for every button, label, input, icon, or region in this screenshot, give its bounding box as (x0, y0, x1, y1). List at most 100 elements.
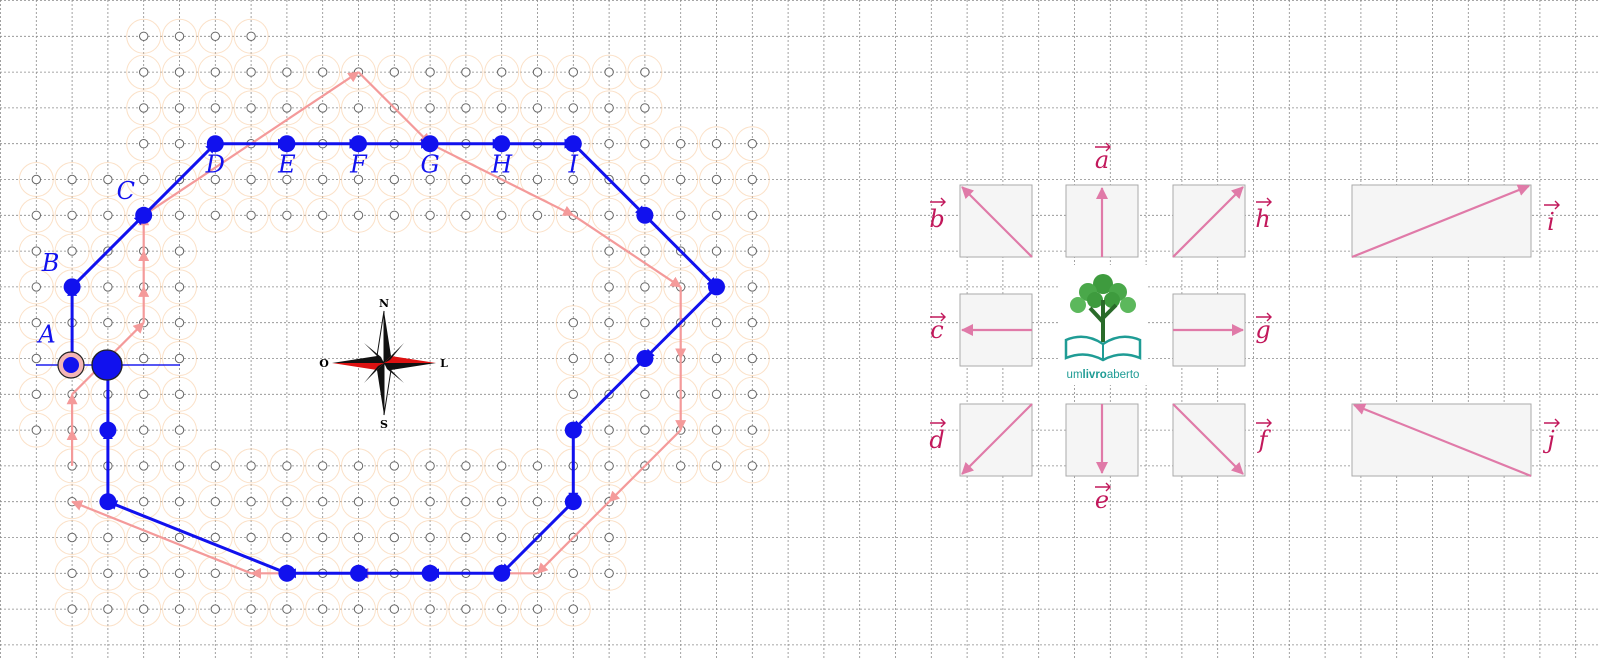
path-segment (643, 214, 718, 288)
grid-dot (174, 31, 185, 41)
dot-halo (233, 90, 269, 126)
path-point (99, 421, 117, 439)
dot-halo (197, 591, 233, 627)
grid-dot (103, 282, 113, 292)
grid-dot (461, 210, 471, 221)
grid-dot (568, 67, 578, 77)
dot-halo (233, 448, 269, 484)
ghost-path-segment (572, 214, 682, 288)
grid-dot (103, 604, 113, 614)
grid-dot (461, 604, 471, 614)
dot-halo (162, 341, 197, 376)
grid-dot (246, 31, 256, 41)
dot-halo (376, 591, 412, 627)
dot-halo (126, 555, 162, 591)
dot-halo (376, 484, 412, 520)
svg-text:e: e (1095, 486, 1109, 514)
dot-halo (591, 520, 627, 555)
grid-dot (353, 103, 364, 113)
grid-dot (640, 174, 650, 185)
grid-dot (139, 497, 149, 507)
dot-halo (341, 162, 376, 197)
point-label-e: E (277, 150, 296, 178)
grid-dot (604, 532, 614, 543)
vector-b-label: b (929, 197, 946, 233)
dot-halo (126, 90, 162, 126)
dot-halo (734, 412, 770, 448)
ghost-path-segment (357, 71, 431, 145)
dot-halo (627, 376, 663, 412)
dot-halo (233, 197, 269, 233)
dot-halo (734, 376, 770, 412)
grid-dot (532, 497, 543, 507)
grid-dot (747, 425, 757, 435)
grid-dot (174, 425, 185, 435)
grid-dot (389, 604, 399, 614)
path-segment (71, 214, 145, 288)
grid-dot (103, 174, 113, 185)
path-point (278, 564, 296, 582)
vector-b-arrow (961, 186, 1033, 258)
tree-book-icon (1064, 274, 1142, 362)
dot-halo (269, 54, 305, 90)
grid-dot (31, 246, 41, 256)
grid-dot (139, 568, 149, 578)
grid-dot (353, 604, 364, 614)
grid-dot (389, 210, 399, 221)
grid-dots (31, 31, 757, 614)
grid-dot (389, 461, 399, 471)
dot-halo (54, 520, 90, 555)
dot-halo (412, 197, 448, 233)
grid-dot (711, 174, 722, 185)
dot-halo (90, 197, 126, 233)
dot-halo (341, 90, 376, 126)
dot-halo (197, 197, 233, 233)
grid-dot (139, 139, 149, 149)
grid-dot (389, 532, 399, 543)
dot-halo (627, 126, 663, 162)
dot-halo (126, 376, 162, 412)
grid-dot (139, 425, 149, 435)
grid-dot (174, 139, 185, 149)
dot-halo (197, 54, 233, 90)
dot-halo (162, 484, 197, 520)
grid-dot (604, 568, 614, 578)
dot-halo (341, 54, 376, 90)
dot-halo (555, 54, 591, 90)
vector-i-arrow (1351, 184, 1530, 259)
grid-dot (353, 497, 364, 507)
dot-halo (734, 197, 770, 233)
dot-halo (484, 54, 520, 90)
grid-dot (67, 174, 77, 185)
grid-dot (389, 174, 399, 185)
point-label-i: I (568, 150, 579, 178)
dot-halo (627, 197, 663, 233)
grid-dot (568, 568, 578, 578)
drag-handle[interactable] (91, 349, 123, 381)
grid-dot (747, 174, 757, 185)
dot-halo (376, 197, 412, 233)
dot-halo (520, 54, 555, 90)
grid-dot (139, 532, 149, 543)
dot-halo (591, 555, 627, 591)
dot-halo (591, 90, 627, 126)
grid-dot (711, 389, 722, 399)
dot-halo (18, 197, 54, 233)
dot-halo (162, 555, 197, 591)
dot-halo (591, 126, 627, 162)
dot-halo (734, 448, 770, 484)
svg-text:h: h (1255, 205, 1270, 233)
dot-halo (734, 341, 770, 376)
grid-dot (711, 210, 722, 221)
grid-dot (31, 318, 41, 328)
grid-dot (640, 389, 650, 399)
grid-dot (461, 497, 471, 507)
grid-dot (711, 353, 722, 364)
dot-halo (627, 162, 663, 197)
grid-dot (246, 604, 256, 614)
vector-f-label: f (1256, 418, 1272, 454)
dot-halo (591, 448, 627, 484)
grid-dot (282, 67, 292, 77)
point-label-d: D (205, 150, 225, 178)
dot-halo (54, 197, 90, 233)
